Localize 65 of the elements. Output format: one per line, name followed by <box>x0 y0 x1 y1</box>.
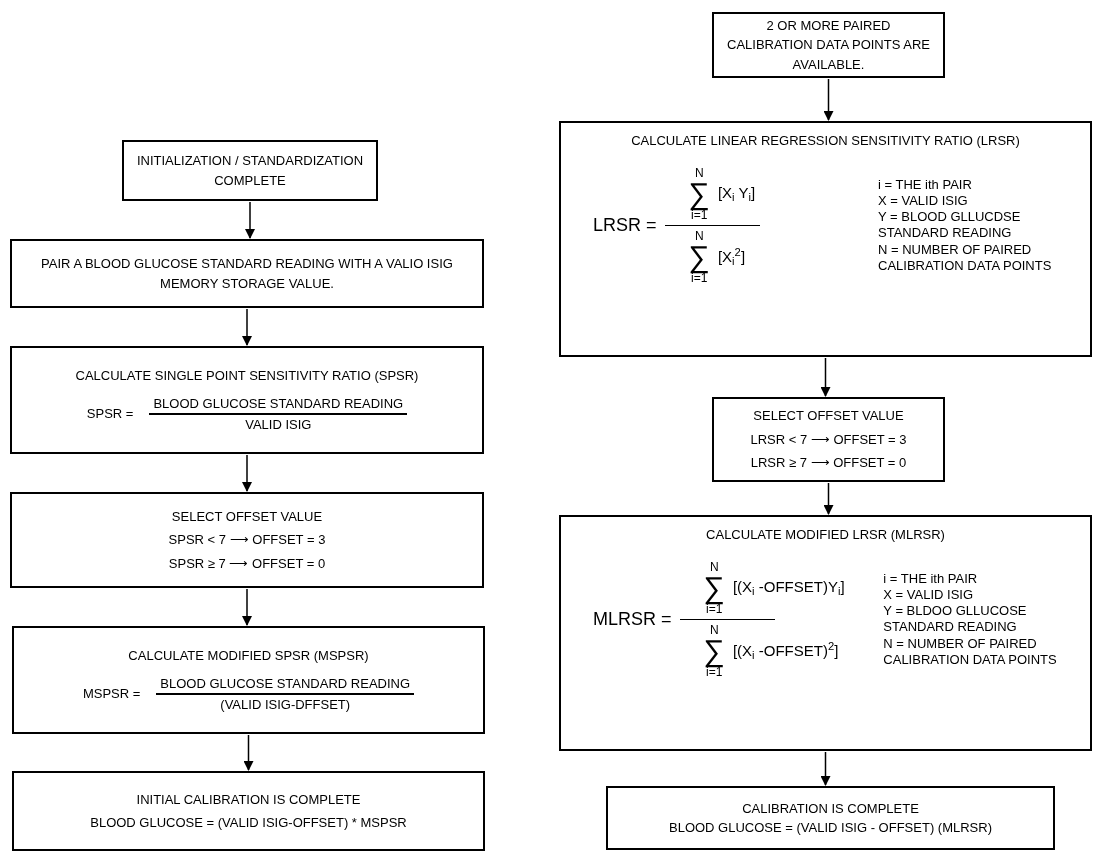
summation-sign: ∑ <box>703 636 725 666</box>
upper-limit: N <box>694 230 704 242</box>
process-box <box>712 397 945 482</box>
formula-lhs: MLRSR = <box>593 607 672 631</box>
box-heading: CALCULATE MODIFIED LRSR (MLRSR) <box>706 526 945 544</box>
process-box <box>606 786 1055 850</box>
formula-line: LRSR ≥ 7 ⟶ OFFSET = 0 <box>750 454 907 473</box>
arrow <box>242 454 252 492</box>
formula-line: SPSR ≥ 7 ⟶ OFFSET = 0 <box>168 554 326 573</box>
definition-text: Y = BLOOD GLLUCDSE STANDARD READING <box>878 209 1022 242</box>
arrow <box>823 78 834 121</box>
definition-text: N = NUMBER OF PAIRED CALIBRATION DATA POINTS <box>883 635 1058 668</box>
definition-text: i = THE ith PAIR <box>878 176 973 193</box>
denominator: (VALID ISIG-DFFSET) <box>220 695 351 714</box>
formula-lhs: SPSR = <box>86 405 134 423</box>
upper-limit: N <box>709 560 719 573</box>
box-heading: SELECT OFFSET VALUE <box>171 507 323 526</box>
arrow <box>245 201 255 239</box>
definition-text: X = VALID ISIG <box>878 192 969 209</box>
box-heading: INITIAL CALIBRATION IS COMPLETE <box>136 790 361 809</box>
box-heading: CALCULATE LINEAR REGRESSION SENSITIVITY RATIO (LRSR) <box>631 132 1020 150</box>
box-heading: SELECT OFFSET VALUE <box>753 407 904 426</box>
box-text: 2 OR MORE PAIRED CALIBRATION DATA POINTS ARE AVAILABLE. <box>726 16 931 74</box>
process-box <box>122 140 378 201</box>
numerator: BLOOD GLUCOSE STANDARD READING <box>159 674 412 693</box>
box-heading: CALCULATE SINGLE POINT SENSITIVITY RATIO (SPSR) <box>75 367 419 385</box>
process-box <box>10 239 484 308</box>
process-box <box>10 346 484 454</box>
formula-lhs: LRSR = <box>593 213 657 237</box>
definition-text: i = THE ith PAIR <box>883 570 979 587</box>
arrow <box>823 482 834 515</box>
box-text: CALIBRATION IS COMPLETE <box>742 799 919 818</box>
formula-term: [(X$_{i}$ -OFFSET)$^{2}$] <box>732 639 839 663</box>
arrow <box>242 308 252 346</box>
box-text: INITIALIZATION / STANDARDIZATION COMPLETE <box>135 152 365 190</box>
process-box <box>559 515 1092 751</box>
process-box <box>12 626 485 734</box>
summation-sign: ∑ <box>688 178 710 209</box>
arrow <box>242 588 252 626</box>
process-box <box>12 771 485 851</box>
arrow <box>243 734 254 771</box>
summation-sign: ∑ <box>688 242 710 272</box>
formula-term: [(X$_{i}$ -OFFSET)Y$_{i}$] <box>732 577 845 599</box>
formula-term: [X$_{i}$$^{2}$] <box>717 245 746 269</box>
upper-limit: N <box>694 166 704 179</box>
summation-sign: ∑ <box>703 572 725 603</box>
denominator: VALID ISIG <box>245 415 312 434</box>
definition-text: Y = BLDOO GLLUCOSE STANDARD READING <box>883 603 1028 636</box>
formula-term: [X$_{i}$ Y$_{i}$] <box>717 183 756 205</box>
definition-text: X = VALID ISIG <box>883 586 975 603</box>
process-box <box>559 121 1092 357</box>
process-box <box>712 12 945 78</box>
formula-line: SPSR < 7 ⟶ OFFSET = 3 <box>168 531 326 550</box>
box-text: BLOOD GLUCOSE = (VALID ISIG - OFFSET) (MLRSR) <box>669 819 992 837</box>
upper-limit: N <box>709 624 719 636</box>
arrow <box>820 751 831 786</box>
numerator: BLOOD GLUCOSE STANDARD READING <box>152 394 405 413</box>
formula-lhs: MSPSR = <box>82 685 141 703</box>
formula-line: LRSR < 7 ⟶ OFFSET = 3 <box>750 430 907 449</box>
process-box <box>10 492 484 588</box>
box-text: PAIR A BLOOD GLUCOSE STANDARD READING WITH A VALIO ISIG MEMORY STORAGE VALUE. <box>40 255 454 293</box>
definition-text: N = NUMBER OF PAIRED CALIBRATION DATA POINTS <box>878 241 1053 274</box>
box-heading: CALCULATE MODIFIED SPSR (MSPSR) <box>128 647 369 665</box>
formula-line: BLOOD GLUCOSE = (VALID ISIG-OFFSET) * MSPSR <box>90 814 407 832</box>
arrow <box>820 357 831 397</box>
